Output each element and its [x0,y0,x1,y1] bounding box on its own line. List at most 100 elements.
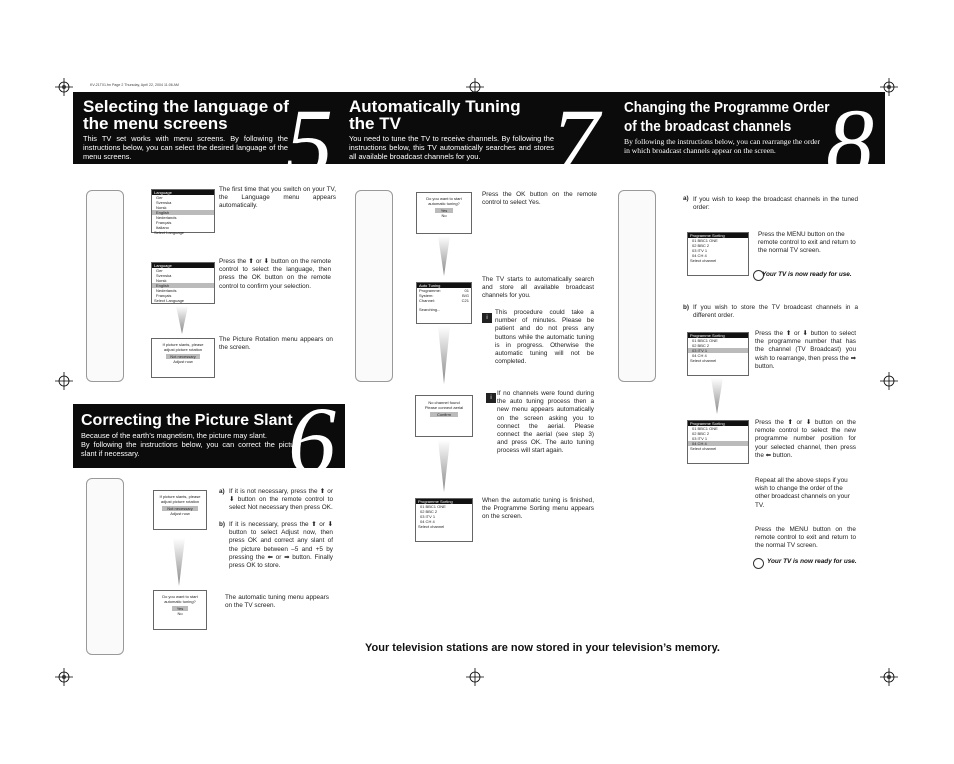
language-list-item: Français [156,220,172,225]
rotation-line-1: If picture slants, please [162,342,204,347]
section-6-intro-l1: Because of the earth’s magnetism, the pi… [81,431,267,440]
picture-rotation-screen: If picture slants, please adjust picture… [153,490,207,530]
section-7-intro: You need to tune the TV to receive chann… [349,134,554,161]
tuning-programme-label: Programme: [419,288,442,293]
section-8-step-b-bullet-2: Press the ⬆ or ⬇ button on the remote co… [755,419,856,459]
sorting-row: 04 CH 4 [420,519,435,524]
ready-for-use-1: Your TV is now ready for use. [762,271,852,278]
tuning-system-value: B/G [462,293,469,298]
sorting-title: Programme Sorting [416,499,472,504]
language-list-item: Norsk [156,278,167,283]
section-6-step-a: If it is not necessary, press the ⬆ or ⬇… [229,488,333,512]
section-5-title-l2: the menu screens [83,114,228,133]
section-8-step-a: If you wish to keep the broadcast channe… [693,196,858,212]
tuning-status: Searching... [419,307,441,312]
section-8-intro: By following the instructions below, you… [624,137,821,156]
no-channel-screen: No channel found Please connect aerial C… [415,395,473,437]
language-list-item: Norsk [156,205,167,210]
language-list-item: Ger [156,268,163,273]
section-7-title-l1: Automatically Tuning [349,97,521,116]
language-menu-title: Language [152,263,214,268]
section-8-banner: Changing the Programme Order of the broa… [604,92,885,191]
sorting-row: 01 BBC1 ONE [692,238,718,243]
section-8-title-l1: Changing the Programme Order [624,99,830,116]
section-8-step-b-bullet-3: Repeat all the above steps if you wish t… [755,477,850,509]
option-no: No [177,611,183,616]
sorting-title: Programme Sorting [688,333,748,338]
auto-tuning-question-1: Do you want to start [162,594,198,599]
section-8-step-b-bullet-4: Press the MENU button on the remote cont… [755,526,856,550]
rotation-line-2: adjust picture rotation [160,499,200,504]
language-list-item: English [152,283,214,288]
remote-control-illustration [86,478,124,655]
remote-control-illustration [618,190,656,382]
section-8-step-a-label: a) [683,195,689,202]
sorting-row: 03 ITV 1 [420,514,436,519]
section-5-title-l1: Selecting the language of [83,97,289,116]
auto-tuning-question-2: automatic tuning? [428,201,460,206]
section-8-step-b-label: b) [683,304,690,311]
option-yes: Yes [435,208,453,213]
section-5-number: 5 [285,89,333,196]
hand-icon [753,558,764,569]
section-8-title-l2: of the broadcast channels [624,118,792,135]
section-5-step-3: The Picture Rotation menu appears on the… [219,336,333,352]
section-7-step-2: The TV starts to automatically search an… [482,276,594,300]
tuning-channel-label: Channel: [419,298,436,303]
auto-tuning-question-2: automatic tuning? [164,599,196,604]
section-7-step-1: Press the OK button on the remote contro… [482,191,597,207]
sorting-row: 02 BBC 2 [420,509,438,514]
section-6-banner: Correcting the Picture Slant Because of … [73,393,345,489]
tuning-system-label: System: [419,293,434,298]
section-7-banner: Automatically Tuning the TV You need to … [341,92,604,191]
programme-sorting-screen: Programme Sorting 01 BBC1 ONE 02 BBC 2 0… [687,420,749,464]
tuning-programme-value: 01 [464,288,469,293]
section-7-number: 7 [551,89,599,196]
sorting-row: 01 BBC1 ONE [692,426,718,431]
rotation-line-1: If picture slants, please [159,494,201,499]
section-8-step-a-bullet: Press the MENU button on the remote cont… [758,231,856,255]
sorting-row: 04 CH 4 [692,253,707,258]
ready-for-use-2: Your TV is now ready for use. [767,558,857,565]
section-6-step-a-label: a) [219,488,225,495]
footer-statement: Your television stations are now stored … [365,642,720,654]
language-menu-screen: Language Ger Svenska Norsk English Neder… [151,189,215,235]
confirm-option: Confirm [430,412,458,417]
programme-sorting-screen: Programme Sorting 01 BBC1 ONE 02 BBC 2 0… [415,498,473,542]
section-7-step-3: If no channels were found during the aut… [497,390,594,455]
section-6-intro-l2: By following the instructions below, you… [81,440,301,458]
option-yes: Yes [172,606,188,611]
section-6-number: 6 [288,387,336,494]
sorting-row: 02 BBC 2 [692,243,710,248]
section-5-banner: Selecting the language of the menu scree… [73,92,341,191]
language-list-item: Svenska [156,200,172,205]
sorting-row: 03 ITV 1 [692,436,708,441]
sorting-row: 03 ITV 1 [692,248,708,253]
remote-control-illustration [86,190,124,382]
language-list-item: Nederlands [156,288,177,293]
language-list-item: Français [156,293,172,298]
auto-tuning-question-1: Do you want to start [426,196,462,201]
header-strip: KV-21T01.fm Page 2 Thursday, April 22, 2… [90,83,179,87]
section-7-title-l2: the TV [349,114,401,133]
language-list-item: Italiano [156,225,169,230]
language-list-item: Svenska [156,273,172,278]
sorting-row: 01 BBC1 ONE [420,504,446,509]
sorting-footer: Select channel [690,258,717,263]
sorting-title: Programme Sorting [688,233,748,238]
hand-icon [753,270,764,281]
picture-rotation-screen: If picture slants, please adjust picture… [151,338,215,378]
sorting-footer: Select channel [418,524,445,529]
section-5-step-2: Press the ⬆ or ⬇ button on the remote co… [219,258,331,290]
rotation-option-not-necessary: Not necessary [162,506,198,511]
sorting-footer: Select channel [690,446,717,451]
remote-control-illustration [355,190,393,382]
section-6-auto-text: The automatic tuning menu appears on the… [225,594,329,610]
language-list-item: Ger [156,195,163,200]
auto-tuning-title: Auto Tuning [417,283,471,288]
sorting-row: 01 BBC1 ONE [692,338,718,343]
section-5-step-1: The first time that you switch on your T… [219,186,336,210]
sorting-footer: Select channel [690,358,717,363]
language-menu-screen: Language Ger Svenska Norsk English Neder… [151,262,215,304]
